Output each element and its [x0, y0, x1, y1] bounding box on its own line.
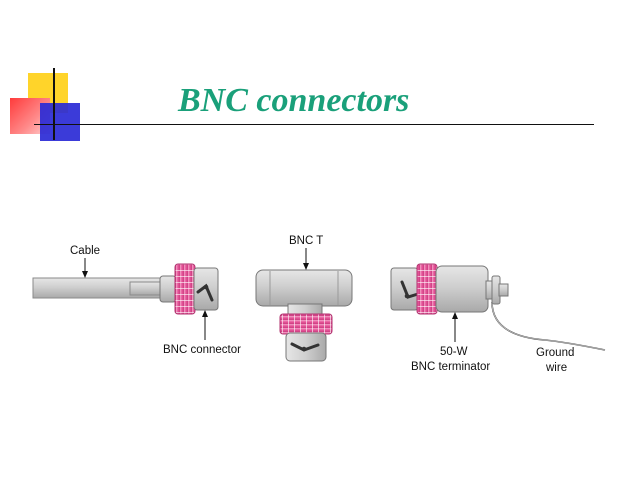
bnc-t-connector: [255, 269, 353, 362]
bnc-terminator: [390, 263, 606, 351]
decor-blue-square: [40, 103, 80, 141]
ground-wire: [491, 301, 606, 351]
label-terminator-value: 50-W: [440, 346, 468, 358]
slide-title: BNC connectors: [178, 82, 410, 119]
label-bnc-connector: BNC connector: [163, 344, 241, 356]
label-wire: wire: [545, 362, 567, 374]
connector-collar: [174, 263, 196, 315]
cable-with-bnc-connector: [32, 263, 219, 315]
label-terminator: BNC terminator: [411, 361, 490, 373]
t-collar: [279, 313, 333, 335]
label-ground: Ground: [536, 347, 574, 359]
terminator-collar: [416, 263, 438, 315]
title-underline: [34, 124, 594, 125]
labels: Cable BNC connector BNC T 50-W BNC termi…: [70, 235, 574, 374]
decor-vertical-line: [53, 68, 55, 140]
label-cable: Cable: [70, 245, 100, 257]
label-bnc-t: BNC T: [289, 235, 323, 247]
terminator-body: [435, 265, 489, 313]
